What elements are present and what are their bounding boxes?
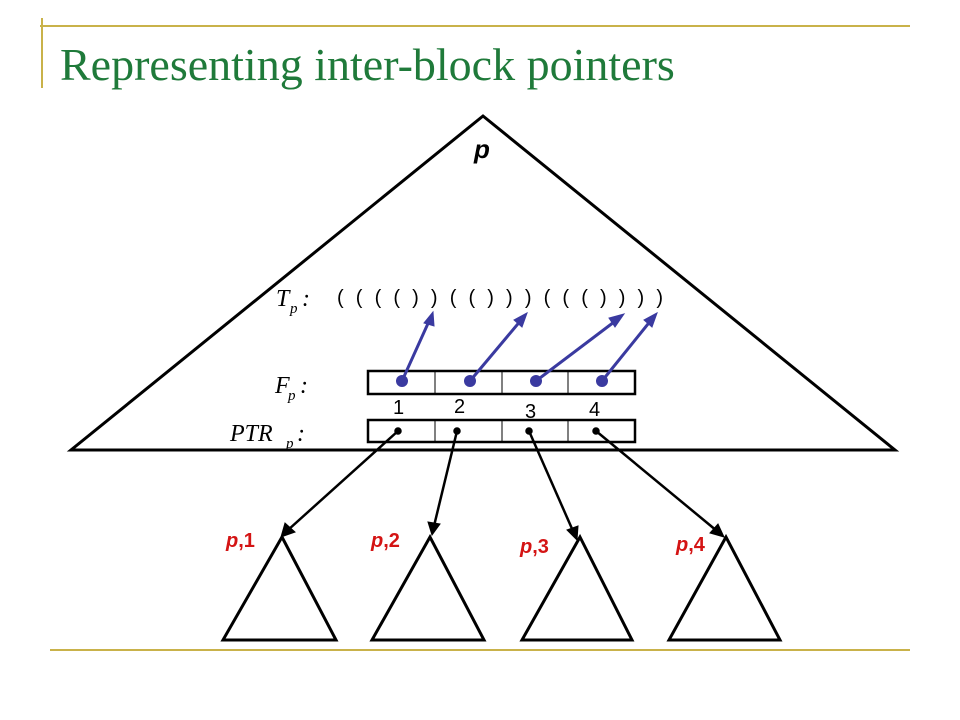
index-1: 1 <box>393 397 404 419</box>
ptr-pointer-2 <box>432 430 459 527</box>
fp-colon: : <box>300 373 308 399</box>
ptr-pointer-1 <box>287 430 399 531</box>
child-label-4: p,4 <box>675 534 706 556</box>
tp-label: T <box>276 286 291 312</box>
tp-sub: p <box>289 301 298 317</box>
fp-sub: p <box>287 388 296 404</box>
fp-pointer-1-head <box>423 310 435 327</box>
tp-colon: : <box>302 286 310 312</box>
fp-pointer-1 <box>400 318 432 382</box>
fp-pointer-2-head <box>513 311 528 328</box>
ptr-pointers <box>280 427 725 542</box>
fp-dot-3 <box>530 375 542 387</box>
fp-pointer-3-head <box>608 313 626 328</box>
fp-dot-2 <box>464 375 476 387</box>
tree-p-triangle <box>66 114 900 452</box>
fp-pointers <box>396 310 658 387</box>
index-3: 3 <box>525 401 536 423</box>
fp-label: F <box>274 373 290 399</box>
fp-pointer-3 <box>535 317 619 383</box>
ptr-colon: : <box>297 421 305 447</box>
child-tree-1 <box>220 533 339 642</box>
fp-array <box>366 369 637 396</box>
fp-dot-4 <box>596 375 608 387</box>
fp-dot-1 <box>396 375 408 387</box>
ptr-pointer-4 <box>595 430 718 532</box>
slide-title: Representing inter-block pointers <box>60 39 675 90</box>
tp-parens: ( ( ( ( ) ) ( ( ) ) ) ( ( ( ) ) ) ) <box>337 287 663 309</box>
ptr-label: PTR <box>229 421 273 447</box>
child-label-3: p,3 <box>519 536 549 558</box>
fp-pointer-4 <box>600 318 654 382</box>
index-2: 2 <box>454 396 465 418</box>
child-label-2: p,2 <box>370 530 400 552</box>
ptr-pointer-1-head <box>280 522 296 538</box>
ptr-pointer-3-head <box>566 525 579 542</box>
fp-pointer-2 <box>468 318 524 382</box>
child-tree-3 <box>519 533 635 642</box>
child-tree-2 <box>369 533 487 642</box>
ptr-pointer-2-head <box>427 521 441 537</box>
ptr-pointer-4-head <box>709 523 725 538</box>
ptr-array <box>366 418 637 444</box>
index-4: 4 <box>589 399 600 421</box>
root-label: p <box>473 134 490 164</box>
child-label-1: p,1 <box>225 530 255 552</box>
fp-pointer-4-head <box>643 311 658 328</box>
ptr-pointer-3 <box>527 430 575 532</box>
ptr-sub: p <box>285 436 294 452</box>
child-tree-4 <box>666 533 783 642</box>
